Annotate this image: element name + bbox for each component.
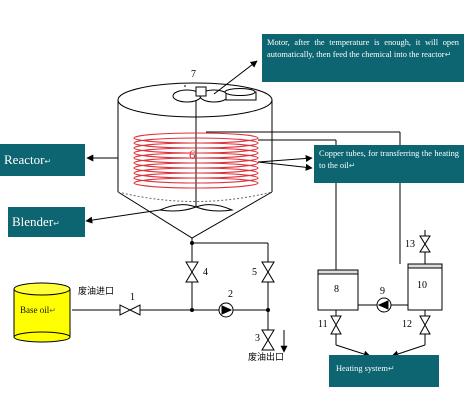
heating-system-box: Heating system↵ (329, 355, 439, 387)
number-12: 12 (402, 319, 412, 330)
paragraph-mark: ↵ (387, 364, 395, 373)
number-4: 4 (203, 267, 208, 278)
valve-11 (330, 315, 342, 335)
copper-coil (133, 132, 259, 189)
number-2: 2 (228, 289, 233, 300)
tank-10 (407, 263, 443, 311)
number-3: 3 (255, 333, 260, 344)
paragraph-mark: ↵ (53, 219, 60, 228)
number-7: 7 (191, 69, 196, 80)
valve-13 (419, 235, 431, 253)
waste-oil-inlet-label: 废油进口 (78, 287, 115, 297)
valve-4 (185, 261, 199, 283)
valve-5 (261, 261, 275, 283)
motor-note-box: Motor, after the temperature is enough, … (262, 34, 464, 82)
waste-oil-outlet-label: 废油出口 (248, 353, 285, 363)
paragraph-mark: ↵ (348, 161, 356, 171)
valve-3 (261, 329, 275, 351)
copper-tubes-text: Copper tubes, for transferring the heati… (319, 149, 459, 171)
valve-1 (119, 304, 141, 316)
number-1: 1 (130, 292, 135, 303)
number-10: 10 (417, 280, 427, 291)
tank-8 (317, 269, 359, 311)
number-9: 9 (380, 286, 385, 297)
base-oil-label: Base oil (20, 305, 50, 315)
motor (172, 85, 257, 103)
heating-system-label: Heating system (336, 364, 388, 373)
reactor-label: Reactor (4, 152, 45, 167)
number-5: 5 (252, 267, 257, 278)
paragraph-mark: ↵ (49, 306, 56, 315)
number-13: 13 (405, 239, 415, 250)
motor-note-text: Motor, after the temperature is enough, … (267, 38, 459, 60)
blender-label-box: Blender↵ (8, 207, 85, 237)
number-11: 11 (318, 319, 328, 330)
number-8: 8 (334, 284, 339, 295)
valve-12 (419, 315, 431, 335)
base-oil-tank (13, 282, 71, 343)
paragraph-mark: ↵ (44, 157, 52, 166)
blender-blades (158, 204, 234, 212)
blender-label: Blender (12, 214, 54, 229)
number-6: 6 (189, 147, 196, 162)
pipe-junctions (190, 241, 270, 312)
base-oil-label-wrap: Base oil↵ (20, 305, 56, 315)
pump-9 (376, 297, 392, 313)
copper-tubes-box: Copper tubes, for transferring the heati… (314, 145, 464, 183)
callout-arrows (85, 60, 313, 224)
reactor-label-box: Reactor↵ (0, 144, 85, 176)
paragraph-mark: ↵ (444, 50, 452, 60)
pump-2 (218, 302, 234, 318)
